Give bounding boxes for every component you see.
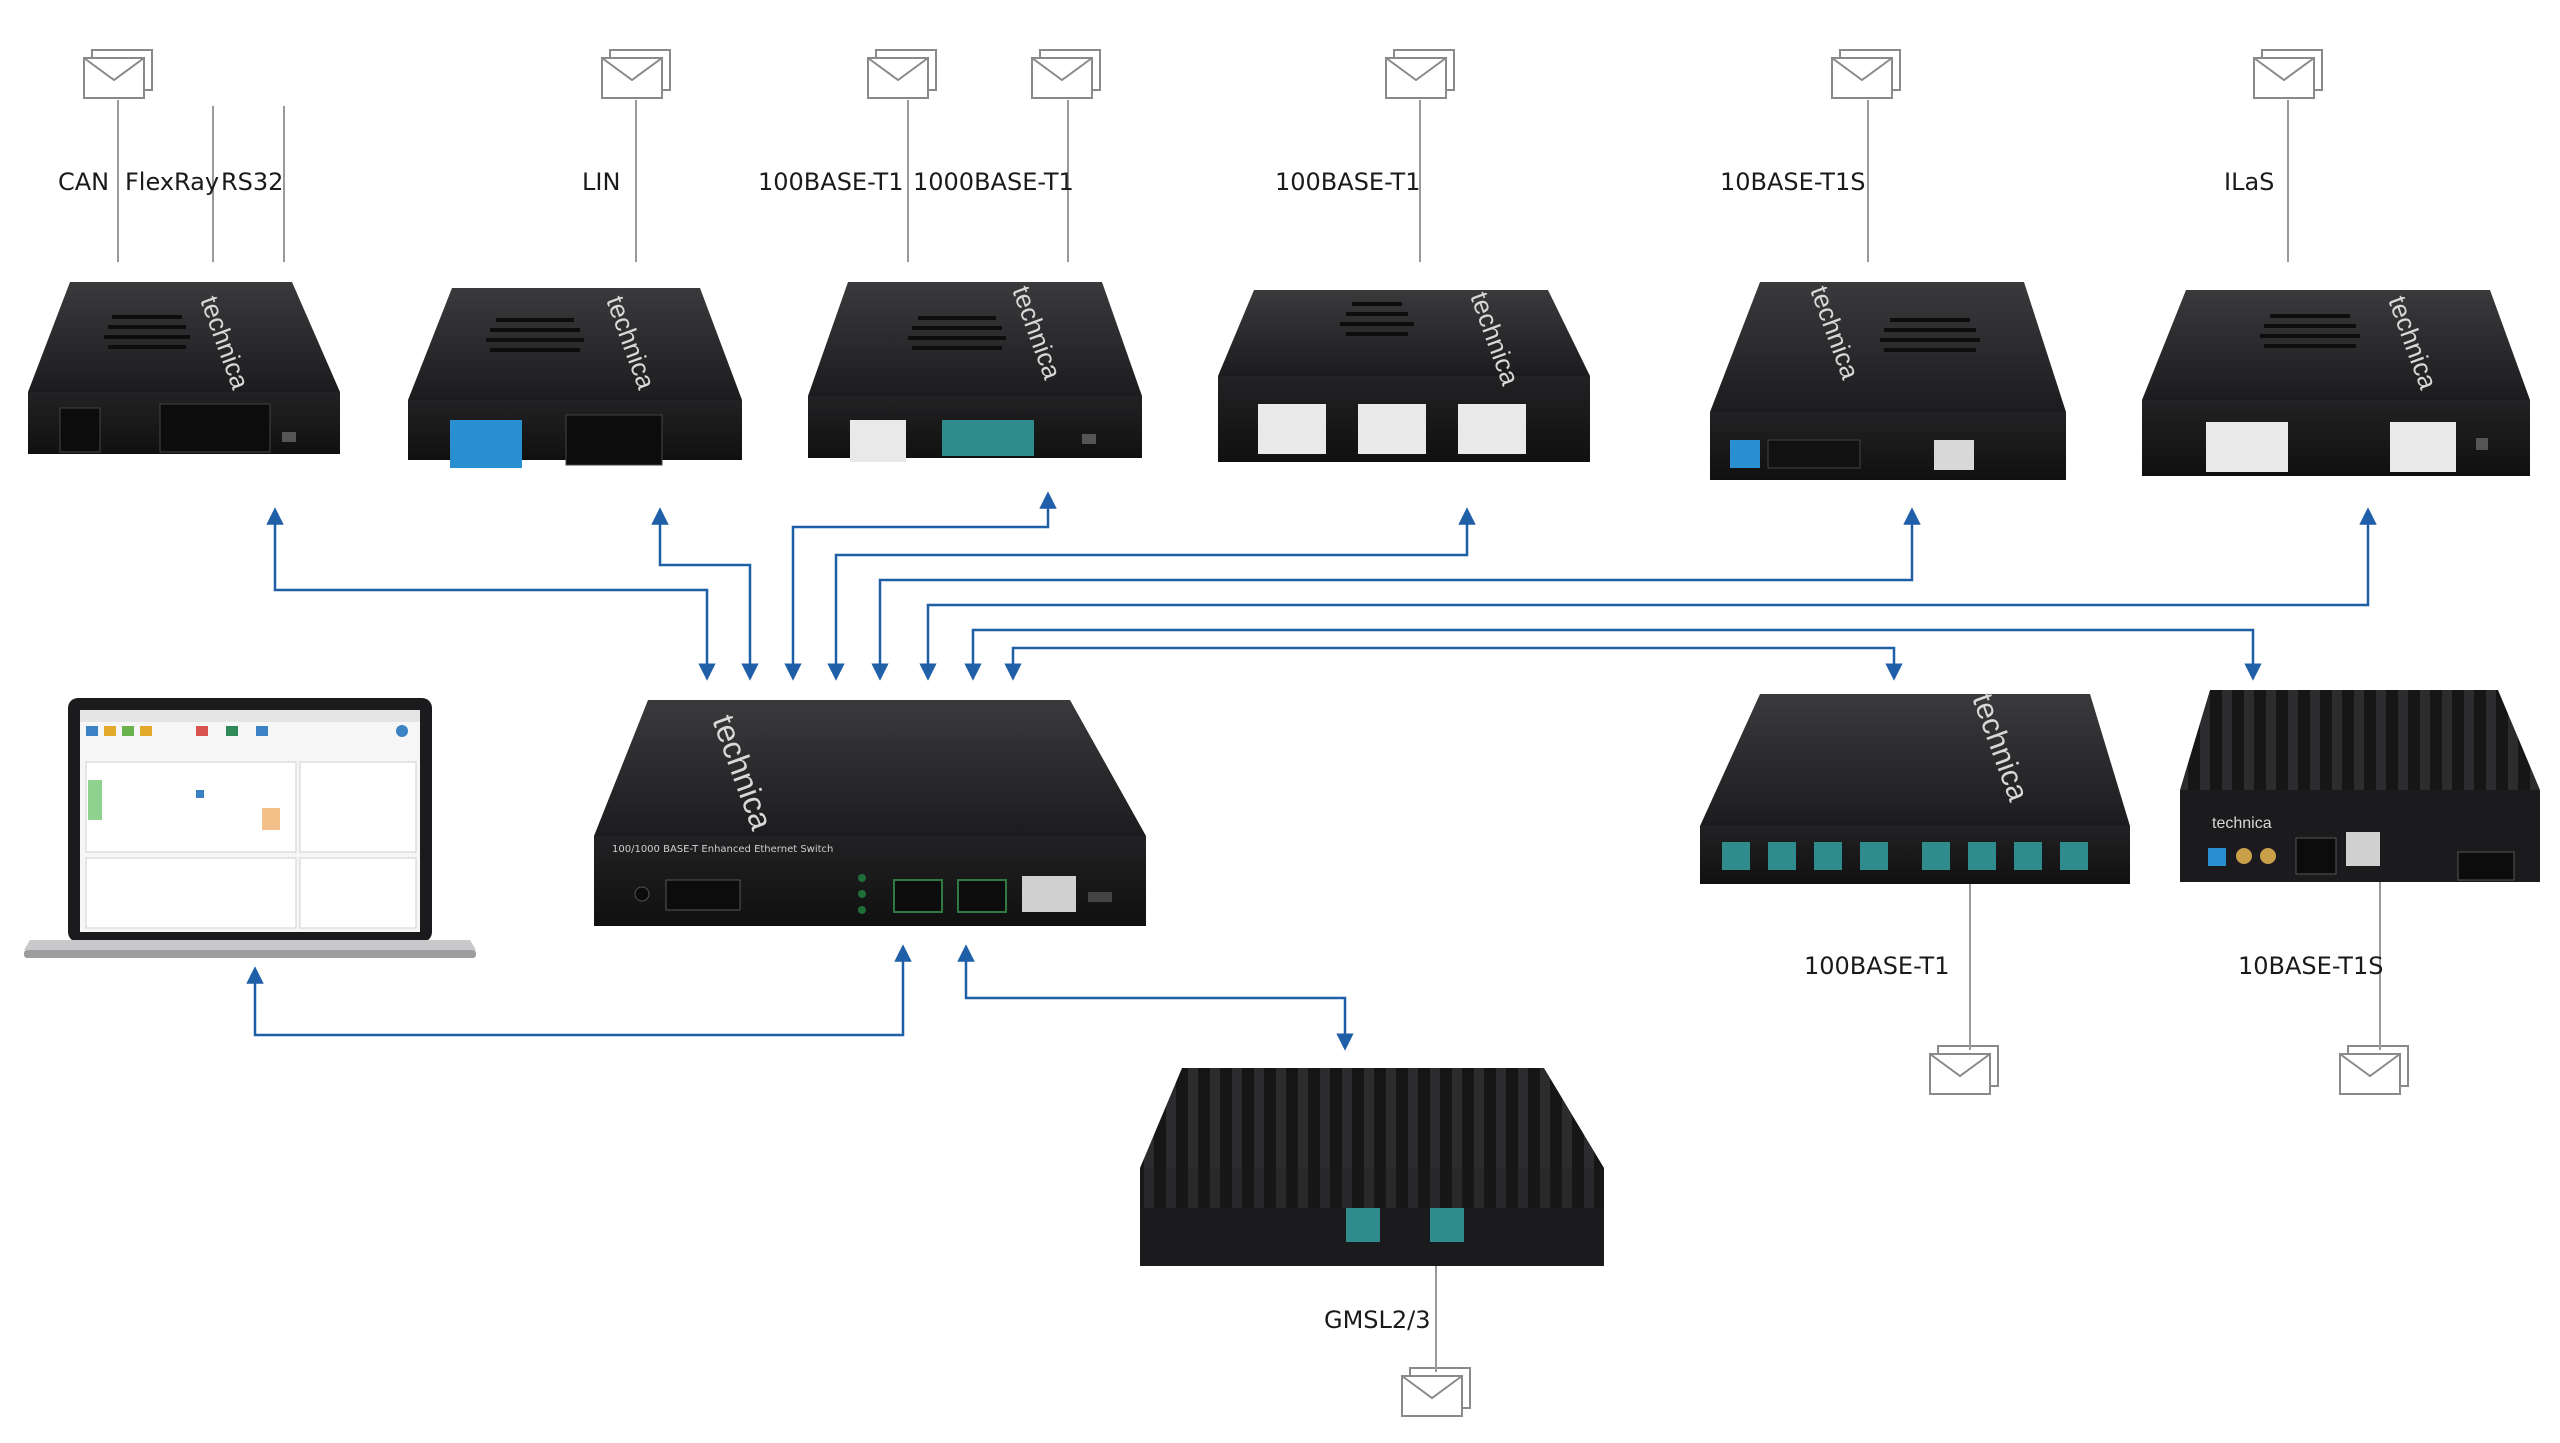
envelope-icon — [1031, 49, 1101, 99]
label-flexray: FlexRay — [125, 168, 220, 196]
device-ilas: technica — [2142, 290, 2530, 476]
envelope-icon — [1929, 1045, 1999, 1095]
envelope-icon — [601, 49, 671, 99]
svg-text:technica: technica — [2212, 815, 2272, 832]
label-lin: LIN — [582, 168, 621, 196]
device-right-100base-t1: technica — [1700, 689, 2130, 884]
envelope-icon — [1385, 49, 1455, 99]
label-gmsl: GMSL2/3 — [1324, 1306, 1431, 1334]
label-1000base-t1: 1000BASE-T1 — [913, 168, 1074, 196]
label-ilas: ILaS — [2224, 168, 2275, 196]
envelope-icon — [1401, 1367, 1471, 1417]
envelope-icon — [1831, 49, 1901, 99]
label-right-10base-t1s: 10BASE-T1S — [2238, 952, 2384, 980]
laptop — [24, 698, 476, 958]
device-100base-t1: technica — [1218, 288, 1590, 462]
envelope-icon — [867, 49, 937, 99]
device-right-10base-t1s: technica — [2180, 690, 2540, 882]
connection-arrows — [246, 491, 2377, 1051]
label-can: CAN — [58, 168, 110, 196]
label-10base-t1s: 10BASE-T1S — [1720, 168, 1866, 196]
envelope-icon — [2253, 49, 2323, 99]
ethernet-switch: technica — [594, 700, 1146, 926]
envelope-icon — [2339, 1045, 2409, 1095]
device-gmsl — [1140, 1068, 1604, 1266]
label-rs32: RS32 — [221, 168, 284, 196]
switch-label: 100/1000 BASE-T Enhanced Ethernet Switch — [612, 844, 834, 855]
label-right-100base-t1: 100BASE-T1 — [1804, 952, 1950, 980]
envelope-icon — [83, 49, 153, 99]
device-can-flexray-rs32: technica — [28, 282, 340, 454]
label-100base-t1: 100BASE-T1 — [758, 168, 904, 196]
device-lin: technica — [408, 288, 742, 468]
label-100base-t1-b: 100BASE-T1 — [1275, 168, 1421, 196]
device-10base-t1s: technica — [1710, 282, 2066, 480]
device-100-1000base-t1: technica — [808, 282, 1142, 462]
